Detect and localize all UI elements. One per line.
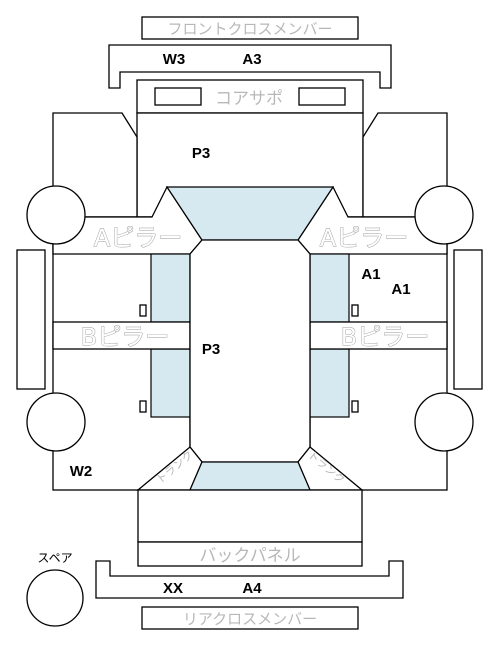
mirror-right[interactable] — [453, 249, 483, 390]
wheel-front-left[interactable] — [26, 185, 86, 245]
rear-cross-member-bracket[interactable] — [95, 560, 404, 599]
rear-left-code: W2 — [70, 463, 93, 480]
front-cross-code-w: W3 — [163, 51, 186, 68]
core-support-label: コアサポ — [215, 89, 283, 108]
door-handle-front-right — [351, 304, 359, 317]
door-handle-rear-left — [139, 400, 147, 413]
b-pillar-left-label: Bピラー — [81, 323, 169, 351]
back-panel-label: バックパネル — [199, 546, 300, 565]
mirror-left[interactable] — [16, 249, 46, 390]
b-pillar-right[interactable] — [309, 321, 448, 350]
spare-wheel[interactable] — [26, 569, 84, 627]
b-pillar-left[interactable] — [52, 321, 191, 350]
front-cross-member-label: フロントクロスメンバー — [167, 21, 332, 38]
rear-cross-code-x: XX — [163, 580, 183, 597]
front-cross-member-bracket[interactable] — [108, 44, 392, 89]
window-front-left[interactable] — [150, 253, 191, 323]
window-front-right[interactable] — [309, 253, 350, 323]
front-area-code: P3 — [192, 145, 210, 162]
door-handle-rear-right — [351, 400, 359, 413]
wheel-rear-left[interactable] — [26, 392, 86, 452]
a-pillar-left-label: Aピラー — [94, 224, 182, 252]
front-cross-member-box[interactable] — [141, 16, 359, 40]
trunk-lid[interactable] — [137, 489, 363, 543]
window-rear-left[interactable] — [150, 348, 191, 418]
rear-cross-code-a: A4 — [242, 580, 262, 597]
headlight-right — [298, 87, 346, 106]
right-side-code-lower: A1 — [391, 281, 410, 298]
front-cross-code-a: A3 — [242, 51, 261, 68]
window-rear-right[interactable] — [309, 348, 350, 418]
headlight-left — [154, 87, 202, 106]
right-side-code-upper: A1 — [361, 266, 380, 283]
a-pillar-right-label: Aピラー — [320, 224, 408, 252]
rear-cross-member-box[interactable] — [141, 606, 359, 630]
rear-window[interactable] — [189, 461, 311, 491]
wheel-rear-right[interactable] — [414, 392, 474, 452]
wheel-front-right[interactable] — [414, 185, 474, 245]
back-panel[interactable] — [137, 541, 363, 567]
door-handle-front-left — [139, 304, 147, 317]
spare-label: スペア — [37, 551, 72, 565]
b-pillar-right-label: Bピラー — [341, 323, 429, 351]
rear-cross-member-label: リアクロスメンバー — [183, 611, 317, 628]
roof-code: P3 — [202, 341, 220, 358]
